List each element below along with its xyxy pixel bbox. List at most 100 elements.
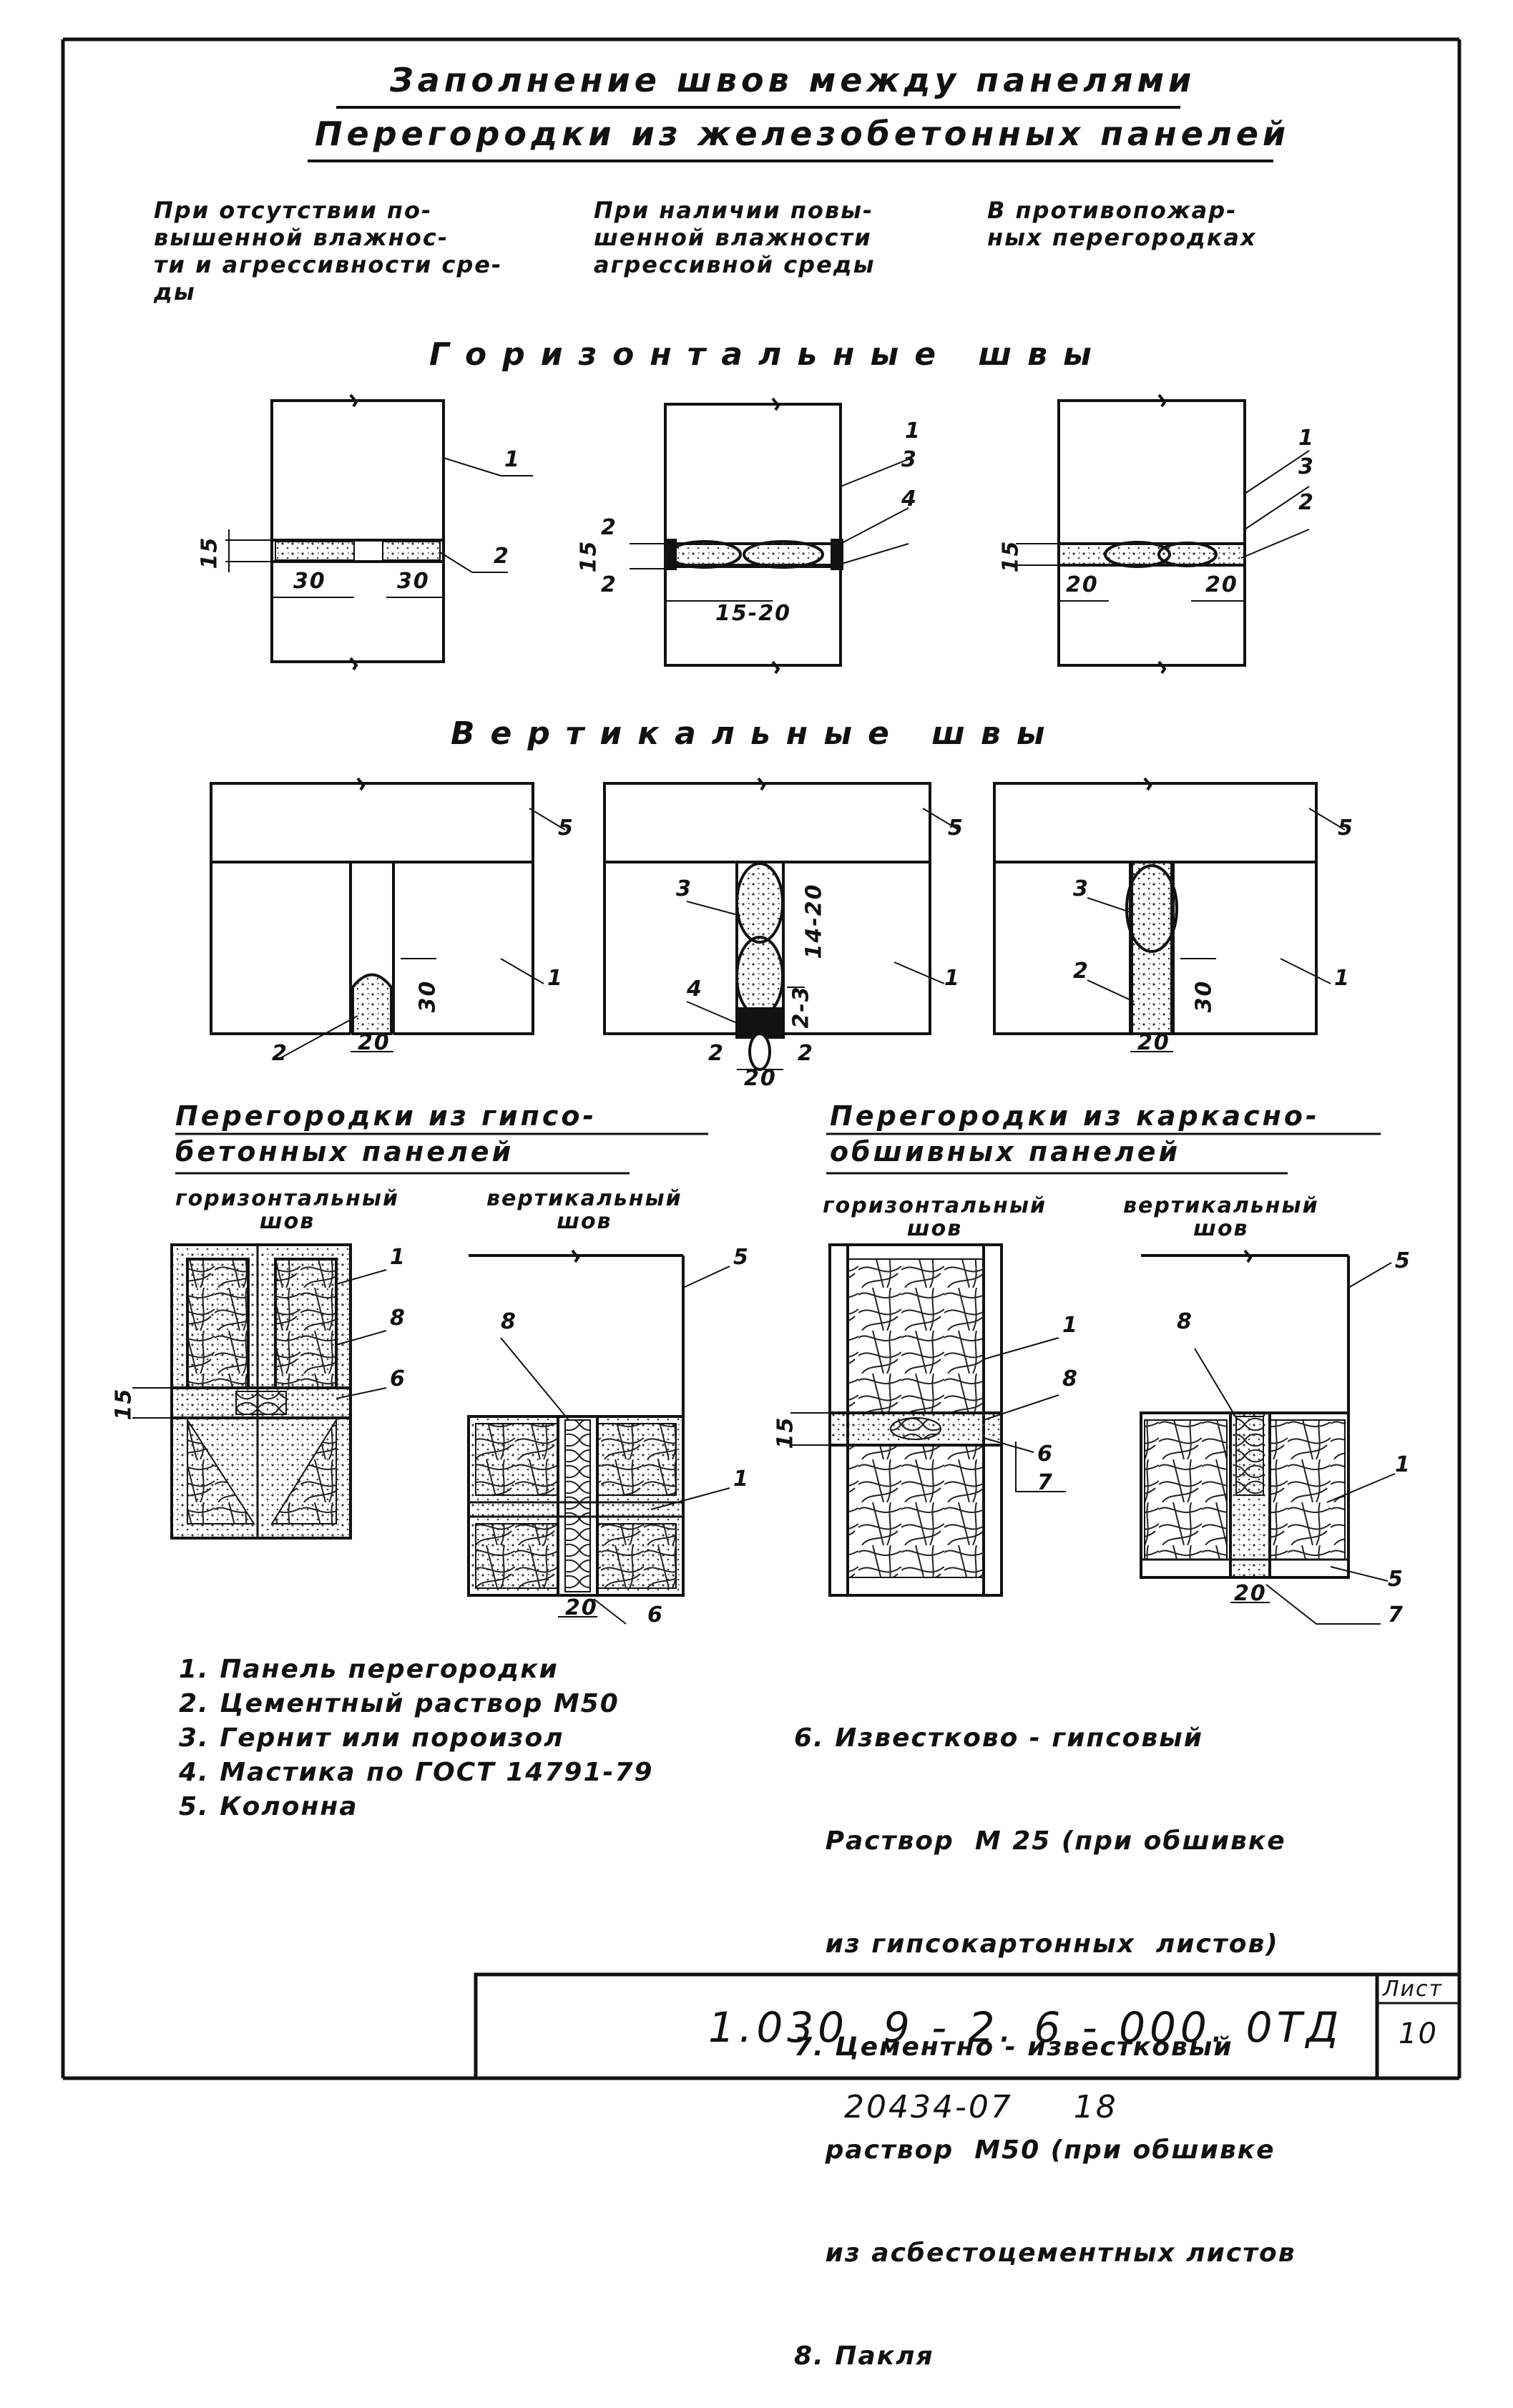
dim-v2-right-gap: 2	[798, 1041, 814, 1066]
title-line-2: Перегородки из железобетонных панелей	[315, 114, 1291, 153]
dim-h2-top-gap: 2	[601, 515, 617, 540]
dim-h2-width: 15-20	[715, 601, 791, 626]
dim-v2-height: 14-20	[801, 883, 827, 959]
callout-8-gv: 8	[501, 1309, 517, 1334]
horizontal-joint-1	[225, 393, 533, 671]
dim-v3-width: 20	[1137, 1030, 1170, 1055]
vertical-joint-3	[993, 777, 1346, 1052]
gypsum-horizontal-joint	[132, 1243, 387, 1540]
callout-7-fh: 7	[1037, 1470, 1054, 1495]
section-horizontal-joints: Горизонтальные швы	[429, 336, 1107, 373]
sheet-number: 10	[1399, 2017, 1438, 2050]
callout-4-v2: 4	[687, 977, 703, 1002]
legend-item-6: 6. Известково - гипсовый	[794, 1723, 1203, 1753]
callout-5-v2: 5	[948, 816, 964, 841]
legend-item-2: 2. Цементный раствор М50	[179, 1689, 620, 1718]
dim-h3-right: 20	[1205, 572, 1238, 597]
dim-v2-left-gap: 2	[708, 1041, 725, 1066]
callout-5-gv: 5	[733, 1245, 750, 1270]
legend-item-7: 7. Цементно - известковый	[794, 2032, 1233, 2062]
dim-v3-height: 30	[1191, 979, 1217, 1013]
drawing-sheet	[61, 37, 1461, 2080]
callout-1-v1: 1	[547, 966, 564, 991]
legend-item-7-cont-1: раствор М50 (при обшивке	[794, 2135, 1275, 2165]
callout-1-fh: 1	[1062, 1313, 1079, 1338]
condition-humid: При наличии повы- шенной влажности агрес…	[594, 197, 876, 278]
gypsum-horizontal-title: горизонтальный шов	[175, 1186, 399, 1234]
vertical-joint-1	[210, 777, 566, 1059]
dim-v2-mastic: 2-3	[788, 985, 814, 1029]
callout-1-fv: 1	[1395, 1452, 1411, 1477]
horizontal-joint-2	[630, 397, 913, 675]
section-vertical-joints: Вертикальные швы	[451, 715, 1061, 752]
document-code: 1.030. 9 - 2. 6 - 000. 0ТД	[708, 2003, 1343, 2052]
dim-h1-left: 30	[293, 569, 326, 594]
dim-h3-left: 20	[1066, 572, 1099, 597]
callout-4-h2: 4	[901, 486, 918, 512]
legend-item-3: 3. Гернит или пороизол	[179, 1723, 564, 1753]
legend-item-6-cont-1: Раствор М 25 (при обшивке	[794, 1826, 1286, 1856]
callout-2-h1: 2	[494, 544, 510, 569]
legend-item-6-cont-2: из гипсокартонных листов)	[794, 1929, 1279, 1959]
callout-8-fh: 8	[1062, 1366, 1079, 1391]
dim-v2-width: 20	[744, 1066, 777, 1091]
frame-vertical-joint	[1140, 1249, 1396, 1625]
callout-8-fv: 8	[1177, 1309, 1193, 1334]
subsection-underlines	[175, 1132, 1381, 1175]
dim-h3-height: 15	[998, 539, 1024, 573]
callout-1-h3: 1	[1298, 426, 1315, 451]
callout-2-v1: 2	[272, 1041, 288, 1066]
title-line-1: Заполнение швов между панелями	[390, 61, 1196, 99]
title-block	[474, 1972, 1459, 2078]
callout-6-fh: 6	[1037, 1442, 1054, 1467]
callout-3-v3: 3	[1073, 876, 1090, 901]
gypsum-vertical-joint	[467, 1249, 730, 1625]
condition-normal: При отсутствии по- вышенной влажнос- ти …	[154, 197, 503, 305]
legend-left: 1. Панель перегородки 2. Цементный раств…	[179, 1653, 654, 1824]
callout-1-v2: 1	[944, 966, 961, 991]
frame-horizontal-joint	[790, 1243, 1066, 1597]
callout-1-h2: 1	[905, 419, 921, 444]
callout-1-h1: 1	[504, 447, 521, 472]
dim-v1-width: 20	[358, 1030, 391, 1055]
legend-item-4: 4. Мастика по ГОСТ 14791-79	[179, 1758, 654, 1787]
dim-frame-v-width: 20	[1234, 1581, 1267, 1606]
callout-5-v3: 5	[1338, 816, 1354, 841]
callout-6-gv: 6	[647, 1602, 664, 1628]
dim-h1-right: 30	[397, 569, 430, 594]
condition-fireproof: В противопожар- ных перегородках	[987, 197, 1257, 251]
callout-5-v1: 5	[558, 816, 574, 841]
callout-2-h3: 2	[1298, 490, 1315, 515]
legend-item-1: 1. Панель перегородки	[179, 1655, 559, 1684]
subsection-gypsum: Перегородки из гипсо- бетонных панелей	[175, 1100, 597, 1168]
dim-h2-height: 15	[576, 539, 602, 573]
frame-horizontal-title: горизонтальный шов	[823, 1193, 1047, 1241]
vertical-joint-2	[603, 777, 959, 1071]
legend-item-7-cont-2: из асбестоцементных листов	[794, 2238, 1296, 2268]
callout-1-v3: 1	[1334, 966, 1351, 991]
callout-5b-fv: 5	[1388, 1567, 1404, 1592]
sheet-frame	[61, 37, 1461, 2080]
callout-7-fv: 7	[1388, 1602, 1404, 1628]
subsection-frame: Перегородки из каркасно- обшивных панеле…	[830, 1100, 1320, 1168]
sheet-label: Лист	[1383, 1977, 1444, 2002]
dim-h1-height: 15	[197, 536, 222, 569]
archive-number: 20434-07 18	[844, 2089, 1118, 2125]
legend-item-5: 5. Колонна	[179, 1792, 358, 1821]
callout-3-h3: 3	[1298, 454, 1315, 479]
callout-3-h2: 3	[901, 447, 918, 472]
callout-8-gh: 8	[390, 1306, 406, 1331]
frame-vertical-title: вертикальный шов	[1123, 1193, 1319, 1241]
callout-5-fv: 5	[1395, 1248, 1411, 1273]
callout-6-gh: 6	[390, 1366, 406, 1391]
callout-1-gh: 1	[390, 1245, 406, 1270]
dim-h2-bottom-gap: 2	[601, 572, 617, 597]
dim-gypsum-v-width: 20	[565, 1595, 598, 1620]
dim-frame-h-height: 15	[773, 1416, 798, 1449]
callout-1-gv: 1	[733, 1467, 750, 1492]
gypsum-vertical-title: вертикальный шов	[486, 1186, 682, 1234]
callout-3-v2: 3	[676, 876, 692, 901]
dim-v1-height: 30	[415, 979, 441, 1013]
legend-item-8: 8. Пакля	[794, 2341, 934, 2371]
callout-2-v3: 2	[1073, 959, 1090, 984]
